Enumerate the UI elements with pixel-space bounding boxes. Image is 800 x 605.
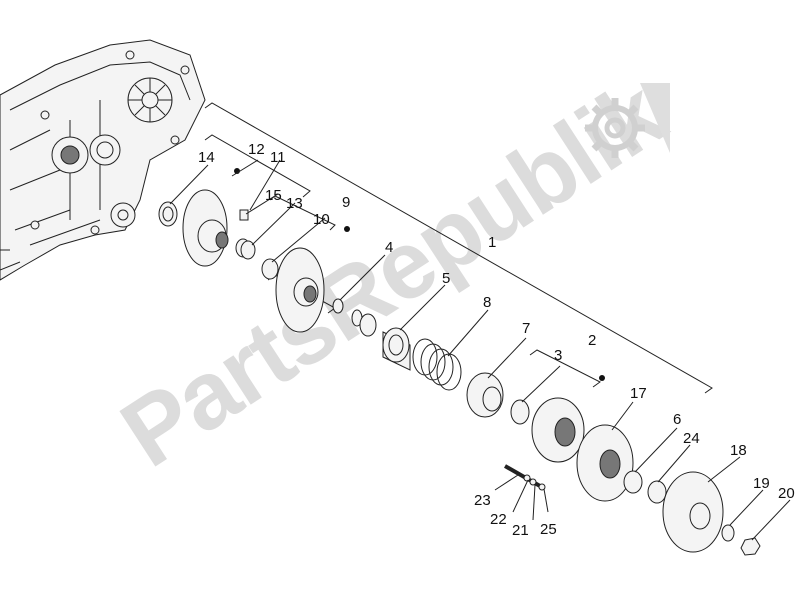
- callout-15: 15: [265, 187, 282, 204]
- callout-7: 7: [522, 320, 530, 337]
- callout-25: 25: [540, 521, 557, 538]
- part-22-washer: [523, 474, 531, 482]
- part-6-ring: [623, 470, 643, 494]
- callout-4: 4: [385, 239, 393, 256]
- part-4-washer: [332, 298, 344, 314]
- parts: [158, 189, 761, 556]
- callout-labels: 1 2 3 4 5 6 7 8 9 10 11 12 13 14 15 17 1…: [198, 141, 795, 539]
- callout-5: 5: [442, 270, 450, 287]
- callout-22: 22: [490, 511, 507, 528]
- callout-3: 3: [554, 347, 562, 364]
- part-20-nut: [740, 537, 761, 556]
- callout-12: 12: [248, 141, 265, 158]
- part-10-ring: [261, 258, 279, 280]
- part-25-nut: [538, 483, 546, 491]
- callout-6: 6: [673, 411, 681, 428]
- callout-23: 23: [474, 492, 491, 509]
- callout-21: 21: [512, 522, 529, 539]
- callout-20: 20: [778, 485, 795, 502]
- callout-17: 17: [630, 385, 647, 402]
- callout-1: 1: [488, 234, 496, 251]
- crankcase: [0, 39, 206, 281]
- part-24-ring: [647, 480, 667, 504]
- callout-24: 24: [683, 430, 700, 447]
- leader-lines: [169, 159, 791, 541]
- callout-14: 14: [198, 149, 215, 166]
- callout-2: 2: [588, 332, 596, 349]
- callout-10: 10: [313, 211, 330, 228]
- callout-19: 19: [753, 475, 770, 492]
- part-15-pin: [239, 209, 249, 221]
- gear-icon: [585, 83, 670, 158]
- callout-18: 18: [730, 442, 747, 459]
- part-21-washer: [529, 478, 537, 486]
- part-3-ring: [510, 399, 530, 425]
- callout-8: 8: [483, 294, 491, 311]
- part-8-spring: [412, 338, 462, 391]
- callout-11: 11: [270, 149, 286, 166]
- callout-9: 9: [342, 194, 350, 211]
- part-19-washer: [721, 524, 735, 542]
- callout-13: 13: [286, 195, 303, 212]
